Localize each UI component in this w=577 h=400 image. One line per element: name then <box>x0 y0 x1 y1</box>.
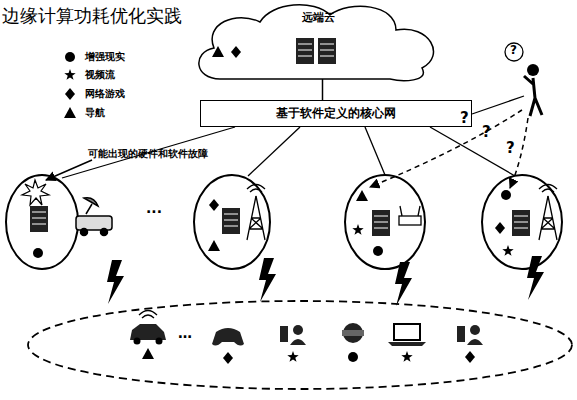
legend-text: 视频流 <box>85 69 115 80</box>
legend-text: 增强现实 <box>85 51 125 62</box>
legend-text: 网络游戏 <box>85 88 125 99</box>
device-group <box>28 301 572 389</box>
legend-symbols <box>64 52 76 118</box>
edge-servers <box>6 175 562 269</box>
annotation-label: ? <box>510 44 517 57</box>
legend-text: 导航 <box>85 107 105 118</box>
connector-line <box>322 79 324 100</box>
annotation-label: ? <box>506 140 515 157</box>
wireless-links <box>107 256 544 306</box>
annotation-label: ··· <box>146 205 162 220</box>
title-text: 边缘计算功耗优化实践 <box>2 6 182 26</box>
user-figure <box>505 43 542 116</box>
core-links <box>62 96 524 178</box>
query-arrows <box>370 110 528 188</box>
cloud-icons <box>212 38 336 64</box>
edge-contents <box>22 180 557 258</box>
cloud-node: 远端云 <box>190 0 445 82</box>
core-network-box: 基于软件定义的核心网 <box>200 100 472 127</box>
failure-pointer <box>46 160 92 180</box>
annotation-label: … <box>178 326 192 341</box>
annotation-label: ? <box>482 124 491 141</box>
devices <box>130 311 483 365</box>
node-text: 基于软件定义的核心网 <box>276 105 396 122</box>
node-text: 远端云 <box>302 12 335 24</box>
annotation-label: 可能出现的硬件和软件故障 <box>88 148 208 159</box>
